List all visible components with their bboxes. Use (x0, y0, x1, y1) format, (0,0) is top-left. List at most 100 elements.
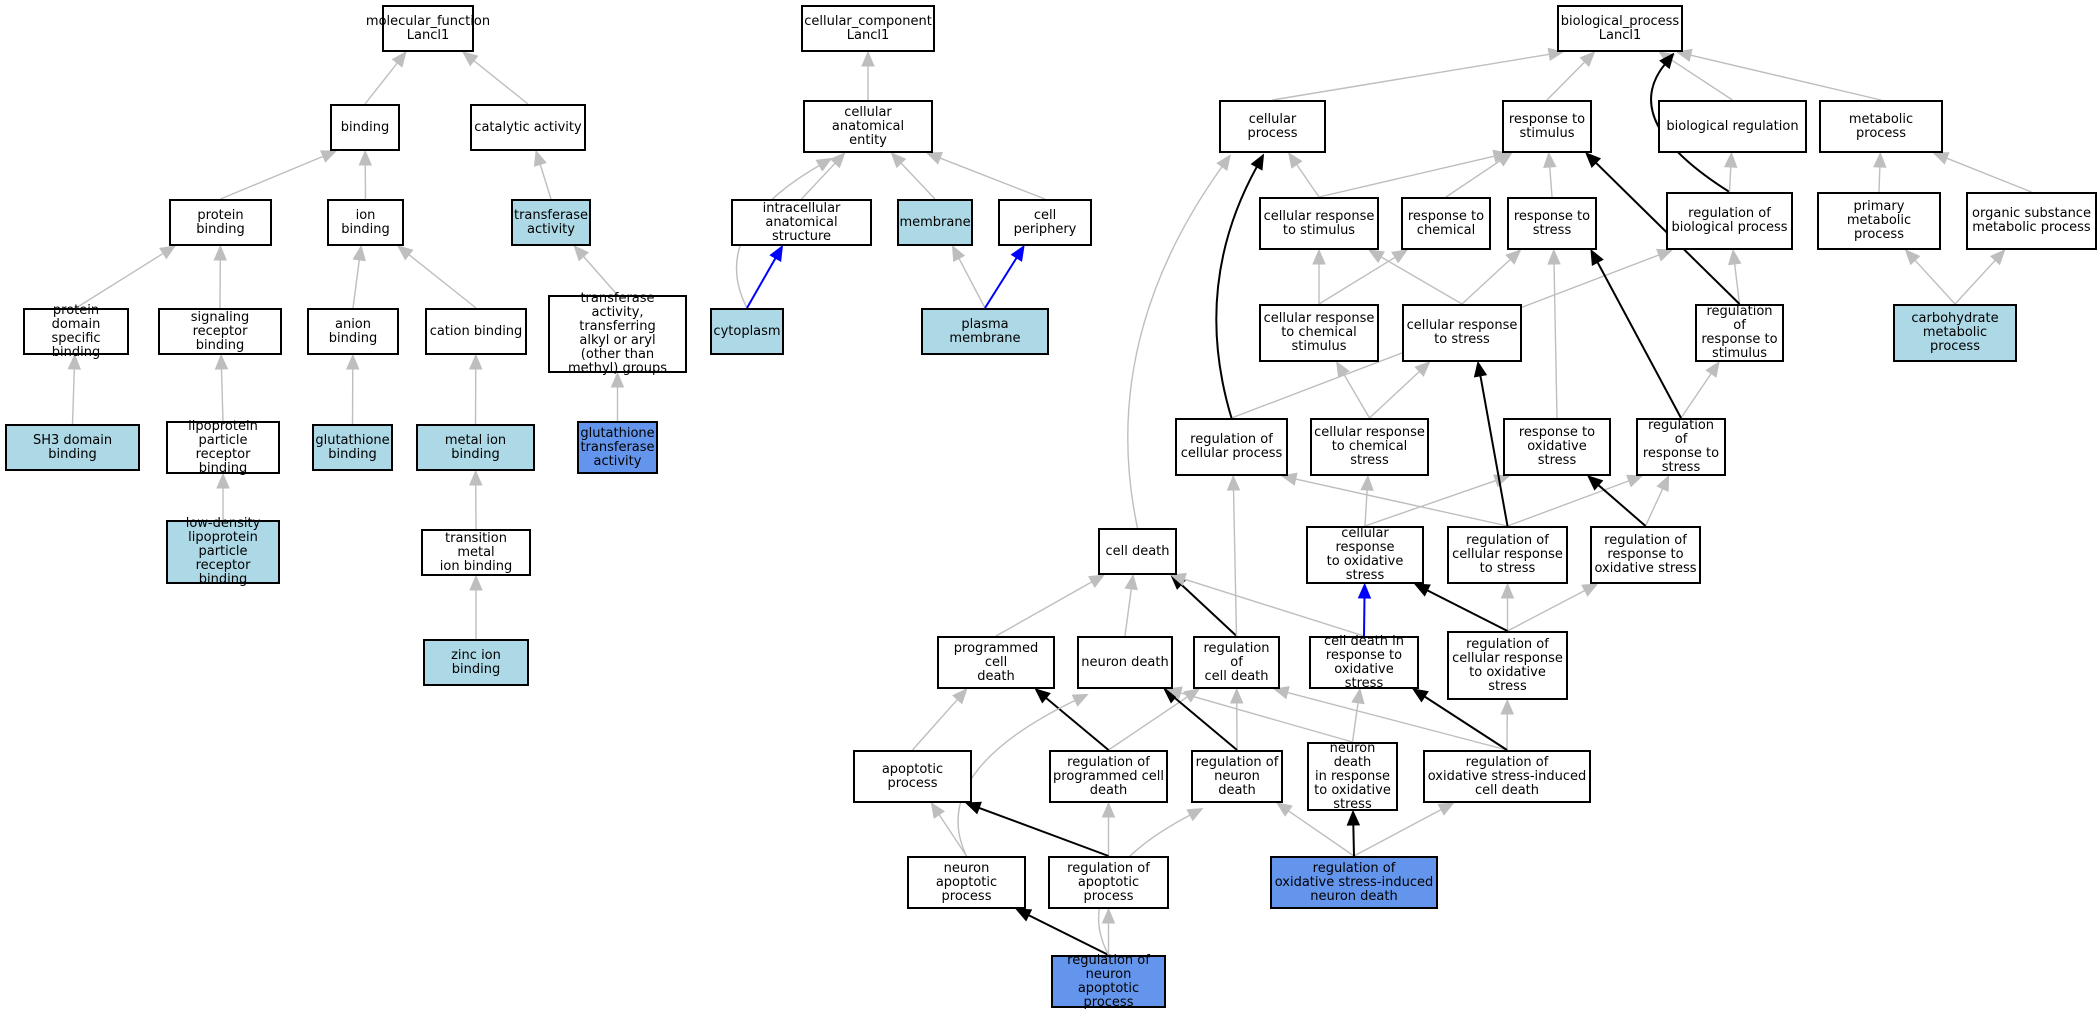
node-programmed-cell-death: programmed cell death (937, 636, 1055, 689)
node-ion-binding: ion binding (327, 199, 404, 246)
edge-reg_resp_oxidative-to-reg_resp_stress (1644, 474, 1670, 527)
node-metal-ion: metal ion binding (416, 424, 535, 471)
edge-cd_oxidative-to-cell_death (1169, 572, 1365, 637)
node-cell-resp-stimulus: cellular response to stimulus (1259, 197, 1379, 250)
edge-intracellular-to-cae (800, 152, 846, 200)
node-reg-ox-cell-death: regulation of oxidative stress-induced c… (1423, 750, 1591, 803)
edge-cae-to-cc_root (861, 50, 875, 100)
edge-neuron_apoptotic-to-apoptotic (930, 801, 968, 857)
node-organic-metabolic: organic substance metabolic process (1966, 192, 2097, 250)
edge-response_stimulus-to-bp_root (1546, 51, 1596, 101)
edge-reg_cell_death-to-reg_cellular_process (1226, 474, 1241, 637)
node-intracellular: intracellular anatomical structure (731, 199, 872, 246)
node-reg-resp-oxidative: regulation of response to oxidative stre… (1590, 526, 1701, 584)
edge-gst-to-transferase_alkyl (610, 371, 625, 421)
edge-ion_binding-to-binding (358, 149, 373, 200)
edge-ldl_receptor-to-lipoprotein_receptor (216, 472, 230, 520)
edge-transferase_alkyl-to-transferase (573, 245, 619, 296)
edge-reg_cell_resp_oxidative-to-reg_resp_oxidative (1507, 583, 1599, 632)
edge-neuron_apoptotic-to-neuron_death (957, 693, 1089, 857)
edge-reg_pcd-to-programmed_cell_death (1034, 688, 1110, 751)
edge-reg_resp_oxidative-to-resp_oxidative (1587, 475, 1647, 527)
edge-cell_resp_chem_stress-to-cell_resp_stress (1369, 361, 1431, 419)
node-cae: cellular anatomical entity (803, 100, 933, 153)
node-apoptotic: apoptotic process (853, 750, 972, 803)
node-cellular-process: cellular process (1219, 100, 1326, 153)
edge-cell_resp_chem_stim-to-cell_resp_stimulus (1312, 248, 1326, 304)
node-bio-reg: biological regulation (1658, 100, 1807, 153)
node-plasma-membrane: plasma membrane (921, 308, 1049, 355)
edge-reg_ox_cell_death-to-cd_oxidative (1411, 688, 1508, 751)
edge-reg_resp_stimulus-to-reg_bio_process (1728, 248, 1742, 305)
edge-carbohydrate-to-organic_metabolic (1954, 249, 2006, 305)
edge-reg_cell_resp_oxidative-to-reg_cell_resp_stress (1500, 582, 1515, 631)
node-catalytic: catalytic activity (470, 104, 586, 151)
node-cc-root: cellular_component Lancl1 (801, 5, 935, 52)
node-reg-ox-neuron-death: regulation of oxidative stress-induced n… (1270, 856, 1438, 909)
node-carbohydrate: carbohydrate metabolic process (1893, 304, 2017, 362)
edge-organic_metabolic-to-metabolic (1932, 152, 2032, 193)
edge-cellular_process-to-bp_root (1272, 47, 1565, 101)
node-cell-death: cell death (1098, 528, 1177, 575)
edge-cell_resp_stress-to-resp_stress (1461, 249, 1522, 305)
node-gst: glutathione transferase activity (577, 421, 658, 474)
edge-carbohydrate-to-primary_metabolic (1904, 249, 1956, 305)
edge-reg_ox_neuron_death-to-reg_neuron_death (1275, 802, 1355, 857)
node-protein-domain: protein domain specific binding (23, 303, 129, 359)
edge-cell_resp_oxidative-to-cell_resp_chem_stress (1360, 474, 1374, 527)
edge-reg_neuron_death-to-reg_cell_death (1229, 687, 1244, 751)
edge-transferase-to-catalytic (533, 149, 552, 200)
edge-reg_apoptotic-to-reg_pcd (1101, 801, 1116, 856)
edge-neuron_death-to-cell_death (1124, 573, 1138, 637)
node-transferase-alkyl: transferase activity, transferring alkyl… (548, 292, 687, 376)
edge-sh3-to-protein_domain (67, 353, 82, 425)
node-anion-binding: anion binding (307, 308, 399, 355)
edge-reg_neuron_apoptotic-to-reg_apoptotic (1101, 907, 1116, 955)
edge-reg_cellular_process-to-cellular_process (1215, 153, 1265, 419)
edge-transition_metal-to-metal_ion (468, 469, 483, 530)
edge-cd_oxidative-to-cell_resp_oxidative (1357, 582, 1372, 637)
edge-reg_pcd-to-reg_cell_death (1108, 688, 1201, 751)
node-resp-stress: response to stress (1507, 197, 1597, 250)
edge-cell_resp_chem_stress-to-cell_resp_chem_stim (1336, 360, 1371, 419)
edge-reg_apoptotic-to-apoptotic (964, 801, 1109, 857)
edge-reg_ox_neuron_death-to-nd_oxidative (1346, 809, 1361, 857)
edge-cell_periphery-to-cae (925, 151, 1046, 200)
node-cell-periphery: cell periphery (998, 199, 1092, 246)
edge-resp_stress-to-response_stimulus (1543, 151, 1557, 198)
node-transition-metal: transition metal ion binding (421, 529, 531, 576)
node-reg-cell-death: regulation of cell death (1193, 636, 1280, 689)
node-reg-bio-process: regulation of biological process (1666, 192, 1793, 250)
node-neuron-death: neuron death (1077, 636, 1173, 689)
node-signaling-receptor: signaling receptor binding (158, 308, 282, 355)
node-cd-oxidative: cell death in response to oxidative stre… (1309, 634, 1419, 690)
node-reg-resp-stimulus: regulation of response to stimulus (1695, 304, 1784, 362)
edge-nd_oxidative-to-neuron_death (1165, 686, 1353, 743)
node-reg-cell-resp-oxidative: regulation of cellular response to oxida… (1447, 631, 1568, 700)
edge-cation_binding-to-ion_binding (397, 245, 477, 309)
edge-resp_oxidative-to-resp_stress (1547, 248, 1561, 419)
edge-cell_resp_stimulus-to-cellular_process (1288, 151, 1320, 198)
node-membrane: membrane (897, 199, 973, 246)
edge-reg_resp_stress-to-reg_resp_stimulus (1680, 360, 1720, 419)
edge-reg_resp_stress-to-resp_stress (1590, 248, 1682, 419)
node-sh3: SH3 domain binding (5, 424, 140, 471)
node-resp-oxidative: response to oxidative stress (1503, 418, 1611, 476)
edge-catalytic-to-mf_root (462, 51, 529, 105)
edge-cell_resp_oxidative-to-resp_oxidative (1364, 474, 1511, 527)
edge-reg_bio_process-to-bp_root (1650, 52, 1731, 193)
node-cell-resp-oxidative: cellular response to oxidative stress (1306, 526, 1424, 584)
edge-primary_metabolic-to-metabolic (1873, 151, 1887, 193)
node-metabolic: metabolic process (1819, 100, 1943, 153)
edge-metal_ion-to-cation_binding (468, 353, 483, 425)
edge-signaling_receptor-to-protein_binding (213, 244, 228, 309)
edge-reg_neuron_apoptotic-to-neuron_apoptotic (1015, 908, 1109, 956)
edge-membrane-to-cae (890, 152, 936, 200)
node-cytoplasm: cytoplasm (710, 308, 784, 355)
node-cell-resp-chem-stress: cellular response to chemical stress (1310, 418, 1429, 476)
edge-binding-to-mf_root (364, 51, 407, 105)
node-reg-cellular-process: regulation of cellular process (1175, 418, 1288, 476)
node-ldl-receptor: low-density lipoprotein particle recepto… (166, 517, 280, 587)
node-reg-cell-resp-stress: regulation of cellular response to stres… (1447, 526, 1568, 584)
